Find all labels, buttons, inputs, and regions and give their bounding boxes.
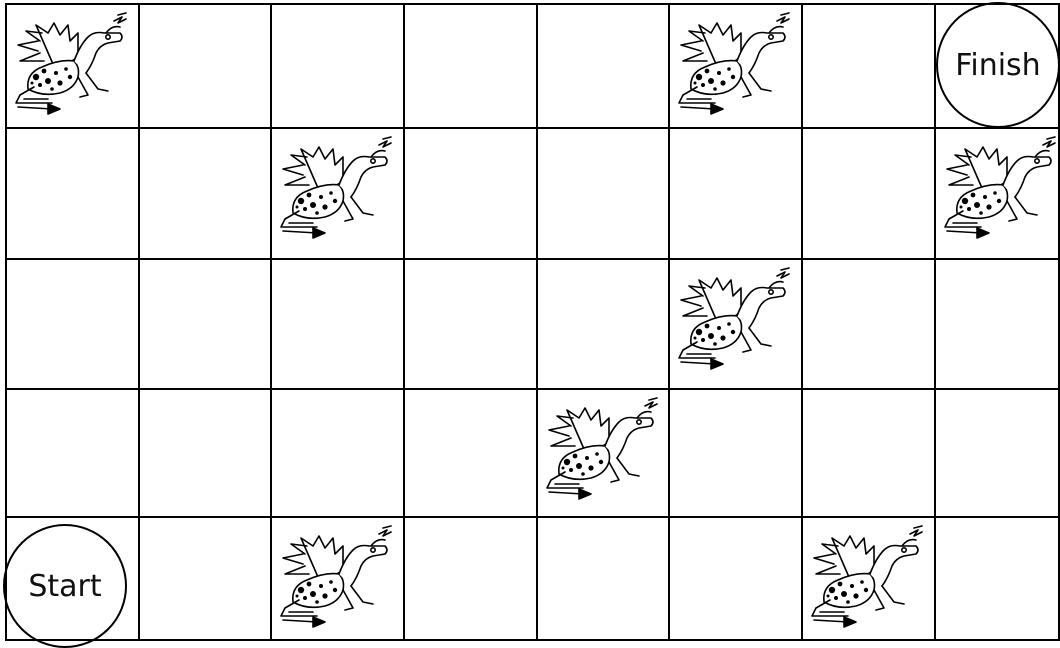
grid-line-vertical bbox=[270, 3, 272, 641]
dragon-icon bbox=[671, 11, 799, 115]
board-cell-r5-c2[interactable] bbox=[138, 516, 270, 641]
board-cell-r2-c6[interactable] bbox=[668, 127, 801, 258]
board-cell-r2-c5[interactable] bbox=[536, 127, 668, 258]
start-marker: Start bbox=[3, 524, 127, 648]
board-cell-r4-c1[interactable] bbox=[5, 388, 138, 516]
dragon-icon bbox=[937, 135, 1060, 239]
grid-line-horizontal bbox=[5, 639, 1060, 641]
board-cell-r2-c2[interactable] bbox=[138, 127, 270, 258]
board-cell-r4-c2[interactable] bbox=[138, 388, 270, 516]
board-cell-r1-c2[interactable] bbox=[138, 3, 270, 127]
board-cell-r3-c4[interactable] bbox=[403, 258, 536, 388]
grid-line-horizontal bbox=[5, 127, 1060, 129]
board-cell-r1-c5[interactable] bbox=[536, 3, 668, 127]
grid-line-horizontal bbox=[5, 258, 1060, 260]
board-cell-r1-c6[interactable] bbox=[668, 3, 801, 127]
board-cell-r1-c7[interactable] bbox=[801, 3, 934, 127]
board-cell-r1-c3[interactable] bbox=[270, 3, 403, 127]
board-cell-r1-c8[interactable]: Finish bbox=[934, 3, 1060, 127]
dragon-icon bbox=[671, 266, 799, 370]
board-cell-r2-c7[interactable] bbox=[801, 127, 934, 258]
grid-line-vertical bbox=[668, 3, 670, 641]
board-cell-r1-c4[interactable] bbox=[403, 3, 536, 127]
board-cell-r4-c3[interactable] bbox=[270, 388, 403, 516]
board-cell-r5-c1[interactable]: Start bbox=[5, 516, 138, 641]
board-cell-r5-c7[interactable] bbox=[801, 516, 934, 641]
board-cell-r5-c8[interactable] bbox=[934, 516, 1060, 641]
board-cell-r4-c5[interactable] bbox=[536, 388, 668, 516]
board-cell-r5-c3[interactable] bbox=[270, 516, 403, 641]
board-cell-r2-c1[interactable] bbox=[5, 127, 138, 258]
dragon-icon bbox=[539, 396, 667, 500]
grid-line-horizontal bbox=[5, 388, 1060, 390]
grid-line-horizontal bbox=[5, 516, 1060, 518]
grid-line-vertical bbox=[138, 3, 140, 641]
grid-line-vertical bbox=[403, 3, 405, 641]
board-cell-r1-c1[interactable] bbox=[5, 3, 138, 127]
grid-line-vertical bbox=[934, 3, 936, 641]
board-cell-r5-c6[interactable] bbox=[668, 516, 801, 641]
dragon-icon bbox=[273, 135, 401, 239]
board-cell-r2-c8[interactable] bbox=[934, 127, 1060, 258]
board-cell-r4-c8[interactable] bbox=[934, 388, 1060, 516]
grid-line-vertical bbox=[5, 3, 7, 641]
board-cell-r3-c8[interactable] bbox=[934, 258, 1060, 388]
board-cell-r4-c7[interactable] bbox=[801, 388, 934, 516]
board-cell-r3-c6[interactable] bbox=[668, 258, 801, 388]
board-cell-r2-c4[interactable] bbox=[403, 127, 536, 258]
board-cell-r2-c3[interactable] bbox=[270, 127, 403, 258]
grid-line-horizontal bbox=[5, 3, 1060, 5]
grid-line-vertical bbox=[801, 3, 803, 641]
board-cell-r3-c7[interactable] bbox=[801, 258, 934, 388]
board-cell-r3-c5[interactable] bbox=[536, 258, 668, 388]
board-cell-r3-c1[interactable] bbox=[5, 258, 138, 388]
dragon-icon bbox=[273, 524, 401, 628]
grid-line-vertical bbox=[536, 3, 538, 641]
dragon-icon bbox=[804, 524, 932, 628]
board-cell-r3-c2[interactable] bbox=[138, 258, 270, 388]
board-cell-r5-c4[interactable] bbox=[403, 516, 536, 641]
finish-marker: Finish bbox=[936, 2, 1060, 128]
dragon-icon bbox=[8, 11, 136, 115]
board-cell-r4-c6[interactable] bbox=[668, 388, 801, 516]
board-cell-r4-c4[interactable] bbox=[403, 388, 536, 516]
board-cell-r3-c3[interactable] bbox=[270, 258, 403, 388]
game-board: Finish bbox=[5, 3, 1060, 641]
board-cell-r5-c5[interactable] bbox=[536, 516, 668, 641]
